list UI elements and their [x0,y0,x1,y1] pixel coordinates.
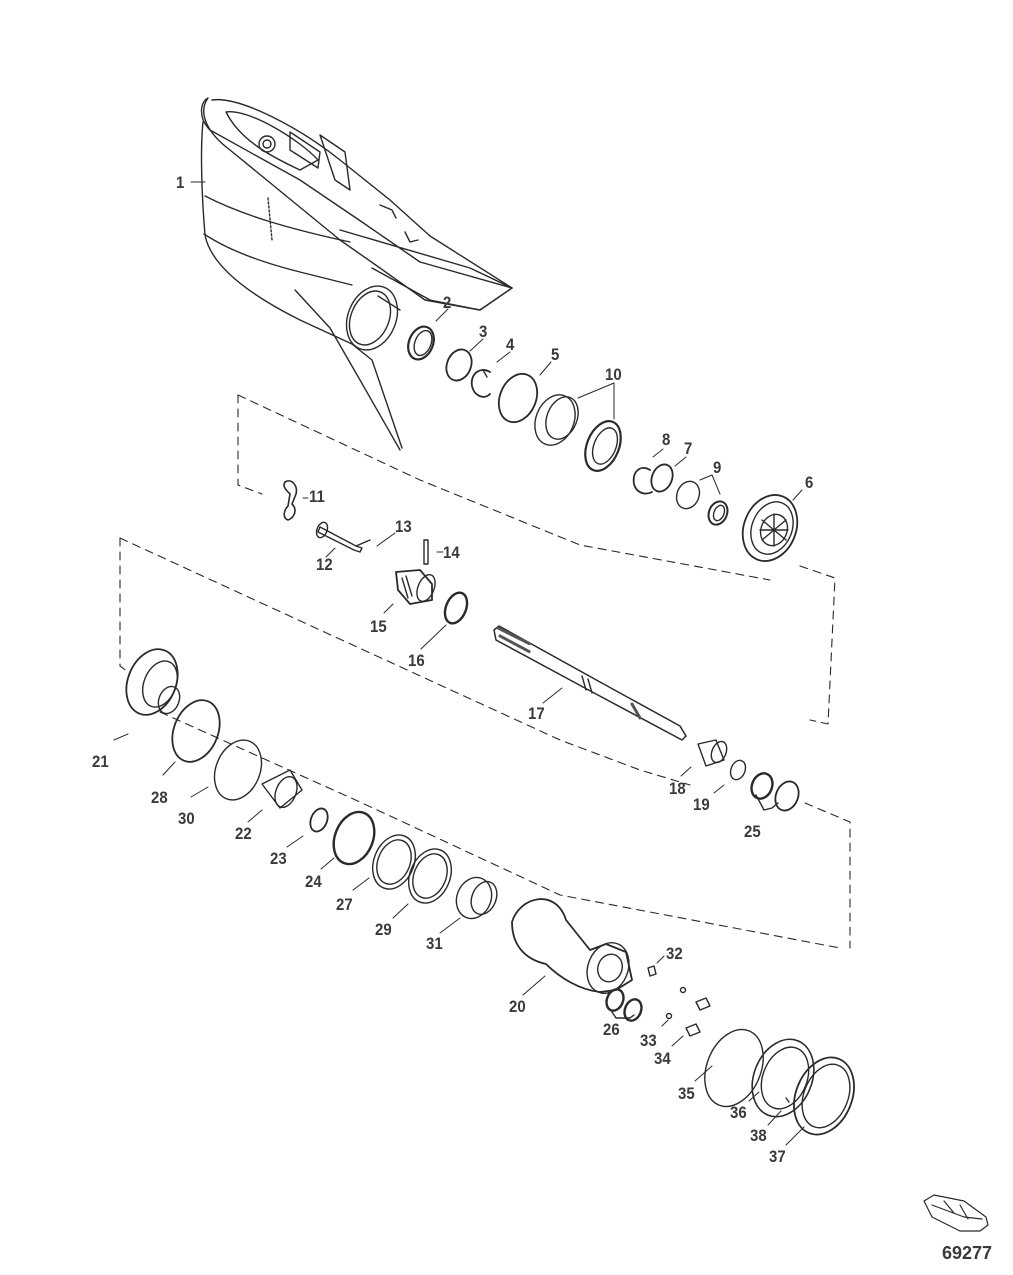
shaft-bearing-parts [697,739,800,812]
callout-7: 7 [684,439,693,458]
callout-2: 2 [443,293,452,312]
callout-10: 10 [605,365,622,384]
callout-38: 38 [750,1126,767,1145]
callout-15: 15 [370,617,387,636]
callout-3: 3 [479,322,488,341]
callout-31: 31 [426,934,443,953]
lower-row-parts [125,648,498,920]
callout-14: 14 [443,543,460,562]
callout-9: 9 [713,458,722,477]
callout-23: 23 [270,849,287,868]
gearcase-housing-part [200,97,513,451]
callout-11: 11 [309,487,325,506]
callout-33: 33 [640,1031,657,1050]
callout-12: 12 [316,555,333,574]
middle-parts [283,480,687,741]
callout-28: 28 [151,788,168,807]
callout-37: 37 [769,1147,786,1166]
callout-16: 16 [408,651,425,670]
figure-number: 69277 [942,1243,993,1263]
callout-29: 29 [375,920,392,939]
callout-18: 18 [669,779,686,798]
callout-13: 13 [395,517,412,536]
carrier-parts [511,898,855,1136]
boat-icon [923,1194,989,1232]
callout-34: 34 [654,1049,671,1068]
callout-24: 24 [305,872,322,891]
callout-26: 26 [603,1020,620,1039]
callout-32: 32 [666,944,683,963]
callout-36: 36 [730,1103,747,1122]
callout-22: 22 [235,824,252,843]
upper-row-parts [407,325,799,562]
callout-5: 5 [551,345,560,364]
callout-21: 21 [92,752,109,771]
callout-19: 19 [693,795,710,814]
callout-25: 25 [744,822,761,841]
leader-lines [113,181,805,1146]
callout-20: 20 [509,997,526,1016]
callout-35: 35 [678,1084,695,1103]
callout-6: 6 [805,473,814,492]
callout-30: 30 [178,809,195,828]
callout-4: 4 [506,335,515,354]
callout-1: 1 [176,173,185,192]
callout-8: 8 [662,430,671,449]
callout-17: 17 [528,704,545,723]
callout-27: 27 [336,895,353,914]
dashed-reference-lines [119,394,851,949]
